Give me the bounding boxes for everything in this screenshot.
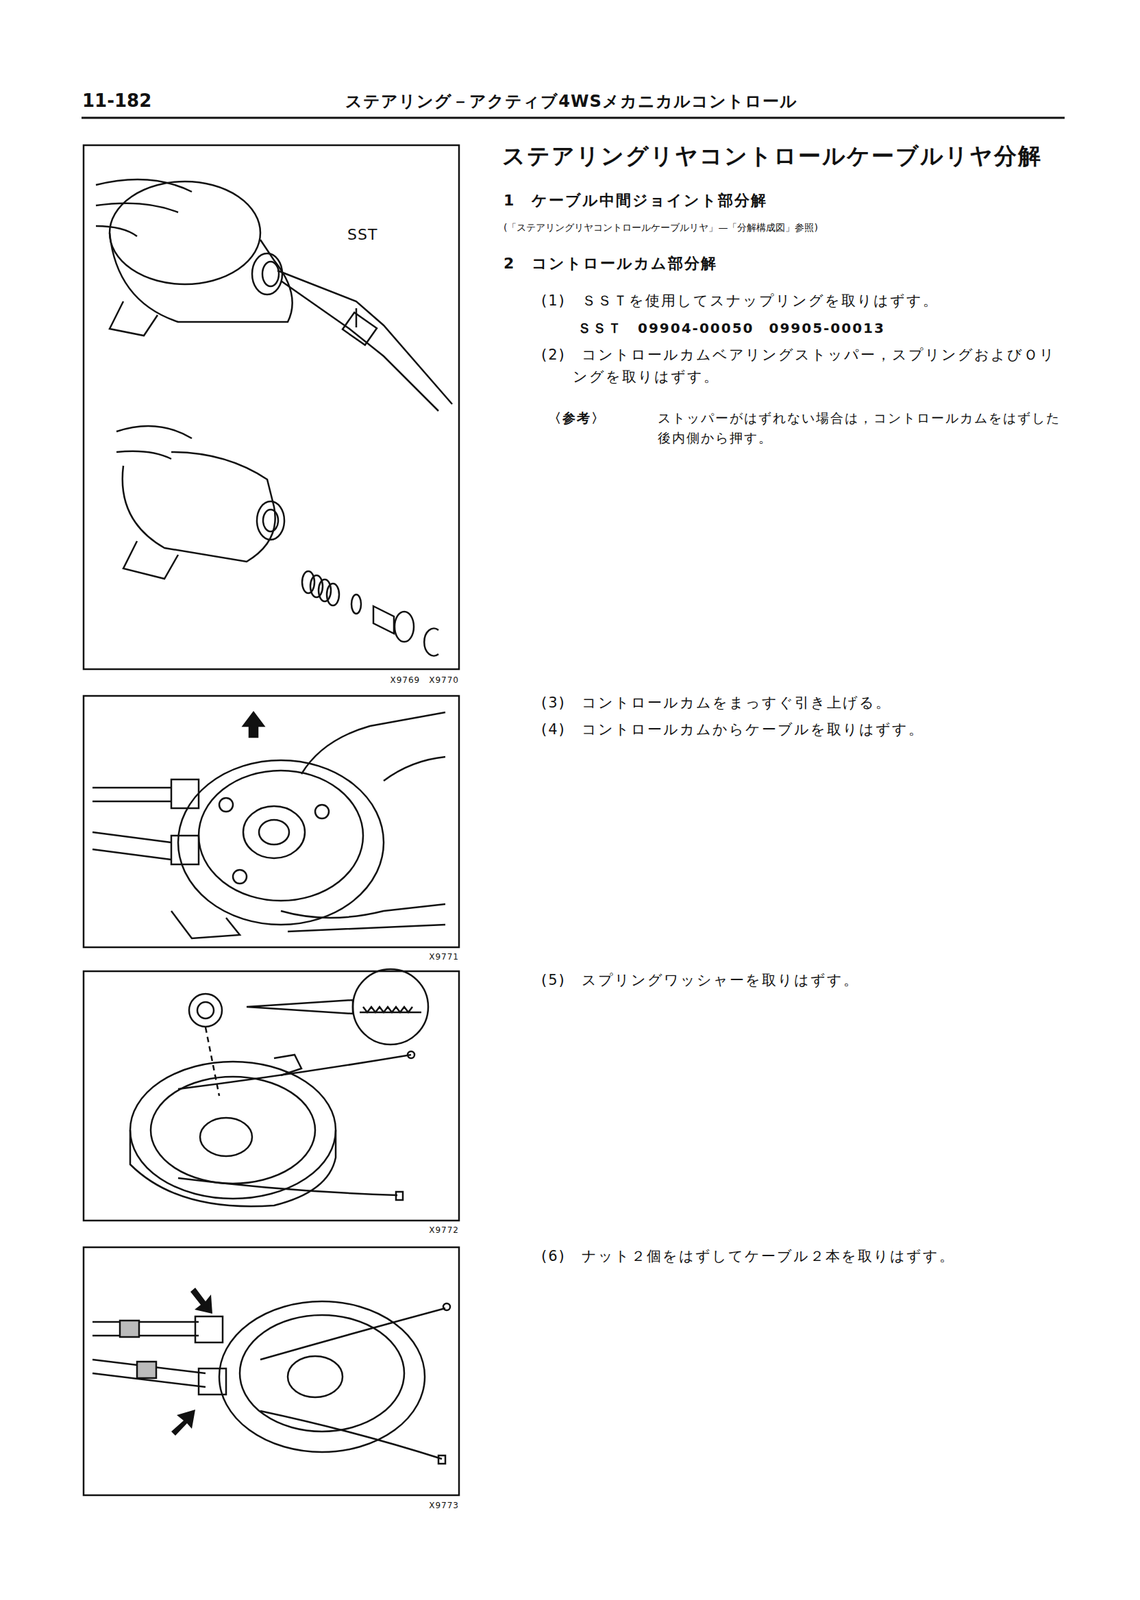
section-header: ステアリング－アクティブ4WSメカニカルコントロール bbox=[345, 89, 797, 114]
tool-label: SST bbox=[345, 223, 379, 246]
step-heading: 1 ケーブル中間ジョイント部分解 bbox=[503, 189, 768, 212]
step-text: (5) スプリングワッシャーを取りはずす。 bbox=[541, 970, 860, 993]
tool-number: ＳＳＴ 09904-00050 09905-00013 bbox=[577, 317, 886, 339]
step-heading: 2 コントロールカム部分解 bbox=[503, 252, 718, 275]
page-number: 11-182 bbox=[82, 87, 152, 115]
reference-note: (「ステアリングリヤコントロールケーブルリヤ」—「分解構成図」参照) bbox=[503, 220, 819, 235]
step-text: (3) コントロールカムをまっすぐ引き上げる。 bbox=[541, 692, 892, 715]
step-text: (1) ＳＳＴを使用してスナップリングを取りはずす。 bbox=[541, 290, 939, 313]
step-text: (4) コントロールカムからケーブルを取りはずす。 bbox=[541, 719, 925, 742]
note-label: 〈参考〉 bbox=[548, 408, 606, 429]
note-text: ストッパーがはずれない場合は，コントロールカムをはずした後内側から押す。 bbox=[657, 408, 1069, 448]
figure-id: X9772 bbox=[428, 1224, 460, 1237]
step-text: (6) ナット２個をはずしてケーブル２本を取りはずす。 bbox=[541, 1246, 956, 1269]
figure-id: X9769 X9770 bbox=[389, 674, 460, 687]
figure-id: X9771 bbox=[428, 950, 460, 964]
step-text: (2) コントロールカムベアリングストッパー，スプリングおよびＯリングを取りはず… bbox=[541, 344, 1069, 388]
figure-id: X9773 bbox=[428, 1499, 460, 1513]
page-title: ステアリングリヤコントロールケーブルリヤ分解 bbox=[502, 139, 1043, 174]
